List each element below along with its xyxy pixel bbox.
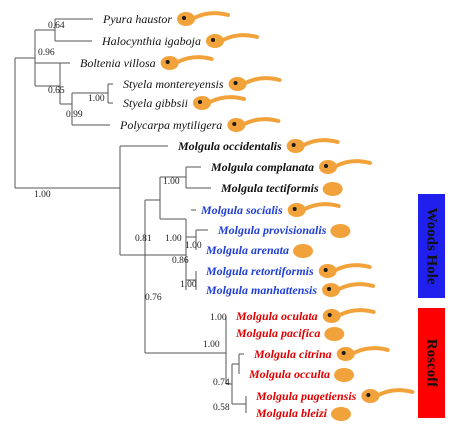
taxon-label-molgula-tectiformis: Molgula tectiformis xyxy=(220,181,319,195)
tailed-larva-icon xyxy=(177,11,230,26)
tailed-larva-icon xyxy=(336,346,390,361)
taxon-label-molgula-occidentalis: Molgula occidentalis xyxy=(177,139,282,153)
taxon-label-pyura-haustor: Pyura haustor xyxy=(102,12,172,26)
taxon-label-boltenia-villosa: Boltenia villosa xyxy=(80,56,156,70)
tailless-larva-icon xyxy=(322,182,343,196)
support-value: 1.00 xyxy=(88,94,105,104)
support-value: 0.64 xyxy=(48,21,65,31)
taxon-label-polycarpa-mytiligera: Polycarpa mytiligera xyxy=(119,118,222,132)
tailless-larva-icon xyxy=(330,224,351,238)
taxon-label-molgula-complanata: Molgula complanata xyxy=(210,160,314,174)
tailless-larva-icon xyxy=(293,244,314,258)
tailed-larva-icon xyxy=(286,138,340,153)
tailed-larva-icon xyxy=(319,159,373,174)
tailless-larva-icon xyxy=(324,327,345,341)
tailed-larva-icon xyxy=(361,388,415,403)
support-value: 1.00 xyxy=(165,234,182,244)
support-value: 0.74 xyxy=(213,378,230,388)
taxon-label-molgula-arenata: Molgula arenata xyxy=(205,243,289,257)
taxon-label-molgula-occulta: Molgula occulta xyxy=(248,367,330,381)
taxon-label-molgula-pugetiensis: Molgula pugetiensis xyxy=(255,389,357,403)
tailed-larva-icon xyxy=(160,55,214,70)
support-value: 0.86 xyxy=(172,256,189,266)
taxon-label-halocynthia-igaboja: Halocynthia igaboja xyxy=(101,34,201,48)
support-value: 0.65 xyxy=(48,86,65,96)
larva-icons xyxy=(160,11,415,421)
tailless-larva-icon xyxy=(331,407,352,421)
tailless-larva-icon xyxy=(334,368,355,382)
tailed-larva-icon xyxy=(228,76,282,91)
region-box-roscoff: Roscoff xyxy=(418,308,445,418)
support-value: 1.00 xyxy=(180,280,197,290)
tailed-larva-icon xyxy=(322,308,376,323)
taxon-label-styela-gibbsii: Styela gibbsii xyxy=(123,96,188,110)
support-value: 0.58 xyxy=(213,403,230,413)
taxon-label-molgula-retortiformis: Molgula retortiformis xyxy=(205,264,314,278)
taxon-label-molgula-pacifica: Molgula pacifica xyxy=(235,326,320,340)
support-value: 0.81 xyxy=(135,234,152,244)
support-value: 1.00 xyxy=(185,241,202,251)
tailed-larva-icon xyxy=(287,202,341,217)
support-value: 1.00 xyxy=(210,313,227,323)
taxon-label-molgula-oculata: Molgula oculata xyxy=(235,309,318,323)
support-value: 1.00 xyxy=(34,190,51,200)
tailed-larva-icon xyxy=(227,117,281,132)
taxon-label-molgula-provisionalis: Molgula provisionalis xyxy=(217,223,327,237)
tailed-larva-icon xyxy=(318,263,372,278)
tailed-larva-icon xyxy=(193,95,246,110)
taxon-label-styela-montereyensis: Styela montereyensis xyxy=(123,77,224,91)
support-value: 0.96 xyxy=(38,48,55,58)
support-value: 0.99 xyxy=(66,110,83,120)
support-value: 1.00 xyxy=(163,177,180,187)
taxon-label-molgula-manhattensis: Molgula manhattensis xyxy=(205,283,317,297)
tree-branches xyxy=(14,18,247,413)
tailed-larva-icon xyxy=(322,282,376,297)
region-label-roscoff: Roscoff xyxy=(424,339,440,388)
region-label-woods-hole: Woods Hole xyxy=(424,207,440,284)
taxon-label-molgula-bleizi: Molgula bleizi xyxy=(255,406,328,420)
taxon-label-molgula-socialis: Molgula socialis xyxy=(200,203,283,217)
support-value: 0.76 xyxy=(145,293,162,303)
taxon-label-molgula-citrina: Molgula citrina xyxy=(253,347,332,361)
region-box-woods-hole: Woods Hole xyxy=(418,194,445,298)
support-value: 1.00 xyxy=(203,340,220,350)
tailed-larva-icon xyxy=(206,33,259,48)
